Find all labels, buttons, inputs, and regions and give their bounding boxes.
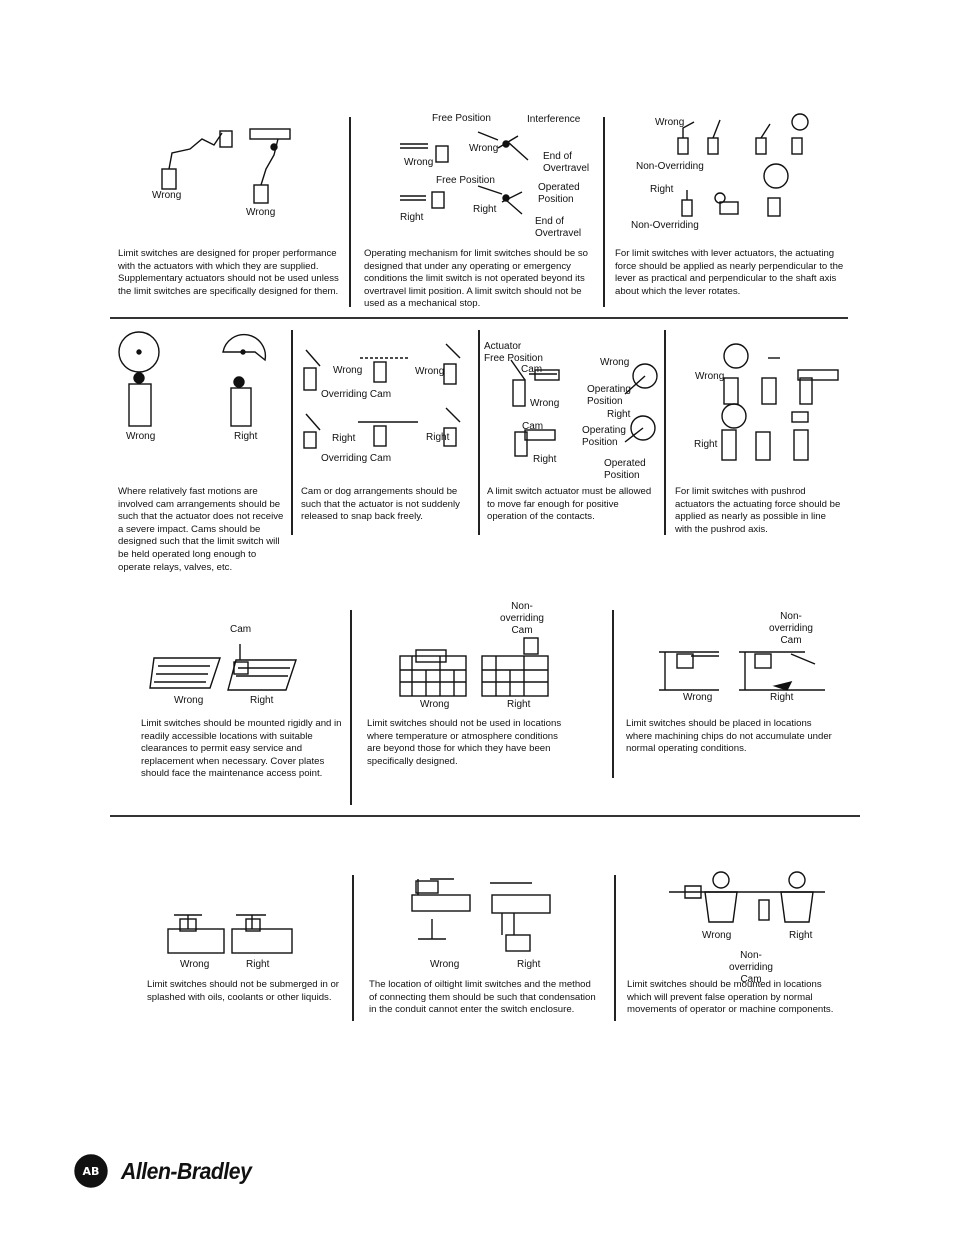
label-right: Right bbox=[426, 432, 450, 443]
caption-fast-cams: Where relatively fast motions are involv… bbox=[118, 486, 284, 573]
illustration-actuator-travel bbox=[510, 359, 658, 457]
column-divider bbox=[603, 117, 605, 307]
label-wrong: Wrong bbox=[180, 959, 210, 970]
label-non-overriding: Non-Overriding bbox=[636, 161, 704, 172]
label-wrong: Wrong bbox=[126, 431, 156, 442]
label-operated-position: Operated Position bbox=[604, 458, 646, 481]
label-right: Right bbox=[234, 431, 258, 442]
section-divider bbox=[110, 317, 848, 319]
illustration-temperature-atmosphere bbox=[399, 637, 549, 697]
label-right: Right bbox=[517, 959, 541, 970]
caption-lever-actuators: For limit switches with lever actuators,… bbox=[615, 248, 844, 297]
brand-name: Allen-Bradley bbox=[121, 1158, 252, 1184]
caption-false-operation: Limit switches should be mounted in loca… bbox=[627, 979, 834, 1016]
label-wrong: Wrong bbox=[246, 207, 276, 218]
label-wrong: Wrong bbox=[702, 930, 732, 941]
label-wrong: Wrong bbox=[420, 699, 450, 710]
label-right: Right bbox=[250, 695, 274, 706]
label-actuator-free-position: Actuator Free Position bbox=[484, 341, 543, 364]
label-wrong: Wrong bbox=[174, 695, 204, 706]
label-right: Right bbox=[332, 433, 356, 444]
label-wrong: Wrong bbox=[152, 190, 182, 201]
label-end-of-overtravel: End of Overtravel bbox=[535, 216, 582, 239]
label-wrong: Wrong bbox=[530, 398, 560, 409]
label-wrong: Wrong bbox=[415, 366, 445, 377]
illustration-overtravel bbox=[400, 131, 529, 215]
caption-temperature-atmosphere: Limit switches should not be used in loc… bbox=[367, 718, 562, 767]
illustration-rigid-mounting bbox=[149, 644, 297, 691]
illustration-condensation bbox=[411, 878, 551, 952]
label-overriding-cam: Overriding Cam bbox=[321, 389, 392, 400]
label-right: Right bbox=[246, 959, 270, 970]
caption-overriding-cam: Cam or dog arrangements should be such t… bbox=[301, 486, 460, 523]
label-right: Right bbox=[607, 409, 631, 420]
logo-text: AB bbox=[83, 1165, 100, 1178]
label-wrong: Wrong bbox=[404, 157, 434, 168]
label-wrong: Wrong bbox=[683, 692, 713, 703]
label-wrong: Wrong bbox=[655, 117, 685, 128]
column-divider bbox=[350, 610, 352, 805]
label-non-overriding-cam: Non-overriding Cam bbox=[729, 950, 773, 985]
label-interference: Interference bbox=[527, 114, 581, 125]
label-right: Right bbox=[507, 699, 531, 710]
illustration-liquids bbox=[167, 914, 293, 954]
label-cam: Cam bbox=[521, 364, 543, 375]
caption-rigid-mounting: Limit switches should be mounted rigidly… bbox=[141, 718, 342, 780]
label-right: Right bbox=[473, 204, 497, 215]
column-divider bbox=[614, 875, 616, 1021]
label-right: Right bbox=[694, 439, 718, 450]
label-right: Right bbox=[789, 930, 813, 941]
caption-condensation: The location of oiltight limit switches … bbox=[369, 979, 596, 1016]
illustration-fast-cams bbox=[118, 331, 267, 427]
illustration-overriding-cam bbox=[303, 343, 461, 449]
caption-pushrod-actuators: For limit switches with pushrod actuator… bbox=[675, 486, 841, 535]
label-right: Right bbox=[533, 454, 557, 465]
label-right: Right bbox=[770, 692, 794, 703]
label-wrong: Wrong bbox=[600, 357, 630, 368]
label-non-overriding-cam: Non-overriding Cam bbox=[769, 611, 813, 646]
label-right: Right bbox=[400, 212, 424, 223]
label-cam: Cam bbox=[230, 624, 252, 635]
label-operated-position: Operated Position bbox=[538, 182, 580, 205]
caption-liquids: Limit switches should not be submerged i… bbox=[147, 979, 339, 1003]
label-non-overriding: Non-Overriding bbox=[631, 220, 699, 231]
label-free-position: Free Position bbox=[432, 113, 491, 124]
caption-overtravel: Operating mechanism for limit switches s… bbox=[364, 248, 588, 310]
label-operating-position: Operating Position bbox=[587, 384, 631, 407]
column-divider bbox=[664, 330, 666, 535]
illustration-false-operation bbox=[669, 871, 825, 923]
caption-actuator-travel: A limit switch actuator must be allowed … bbox=[487, 486, 652, 523]
column-divider bbox=[612, 610, 614, 778]
column-divider bbox=[291, 330, 293, 535]
illustration-machining-chips bbox=[659, 651, 825, 691]
label-non-overriding-cam: Non-overriding Cam bbox=[500, 601, 544, 636]
illustration-supplementary-actuators bbox=[161, 128, 291, 204]
label-free-position: Free Position bbox=[436, 175, 495, 186]
label-wrong: Wrong bbox=[333, 365, 363, 376]
column-divider bbox=[349, 117, 351, 307]
caption-supplementary-actuators: Limit switches are designed for proper p… bbox=[118, 248, 339, 297]
illustration-pushrod-actuators bbox=[721, 343, 839, 461]
label-wrong: Wrong bbox=[469, 143, 499, 154]
section-divider bbox=[110, 815, 860, 817]
label-end-of-overtravel: End of Overtravel bbox=[543, 151, 590, 174]
label-cam: Cam bbox=[522, 421, 544, 432]
column-divider bbox=[478, 330, 480, 535]
illustration-lever-actuators bbox=[677, 113, 809, 217]
label-right: Right bbox=[650, 184, 674, 195]
allen-bradley-logo: AB bbox=[74, 1154, 108, 1188]
column-divider bbox=[352, 875, 354, 1021]
label-operating-position: Operating Position bbox=[582, 425, 626, 448]
label-wrong: Wrong bbox=[695, 371, 725, 382]
label-overriding-cam: Overriding Cam bbox=[321, 453, 392, 464]
caption-machining-chips: Limit switches should be placed in locat… bbox=[626, 718, 832, 755]
label-wrong: Wrong bbox=[430, 959, 460, 970]
